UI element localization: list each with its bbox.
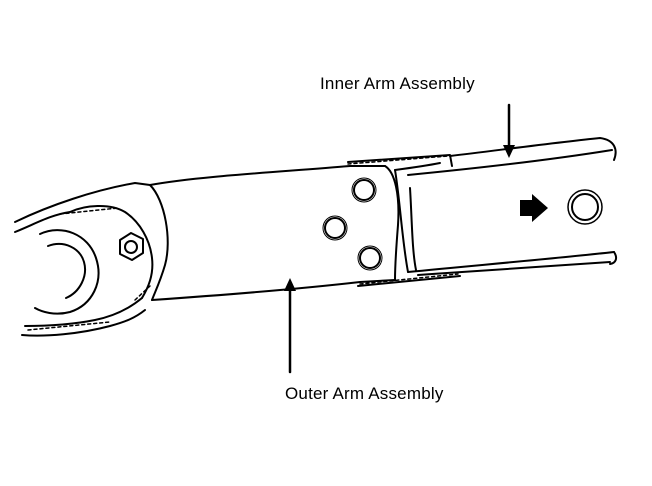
leader-lines [288,103,511,374]
inner-arm-hole [567,189,603,225]
arm-bolts [322,177,383,271]
outer-arm-arrowhead [284,278,296,291]
inner-arm-label: Inner Arm Assembly [320,74,475,93]
clamp-nut [119,232,144,261]
inner-arm [394,137,618,276]
outer-arm [149,165,400,301]
shaft [34,229,100,315]
inner-arm-arrowhead [503,145,515,158]
direction-arrow-icon [520,194,548,222]
clamp-jaw [14,182,154,337]
outer-arm-label: Outer Arm Assembly [285,384,444,403]
